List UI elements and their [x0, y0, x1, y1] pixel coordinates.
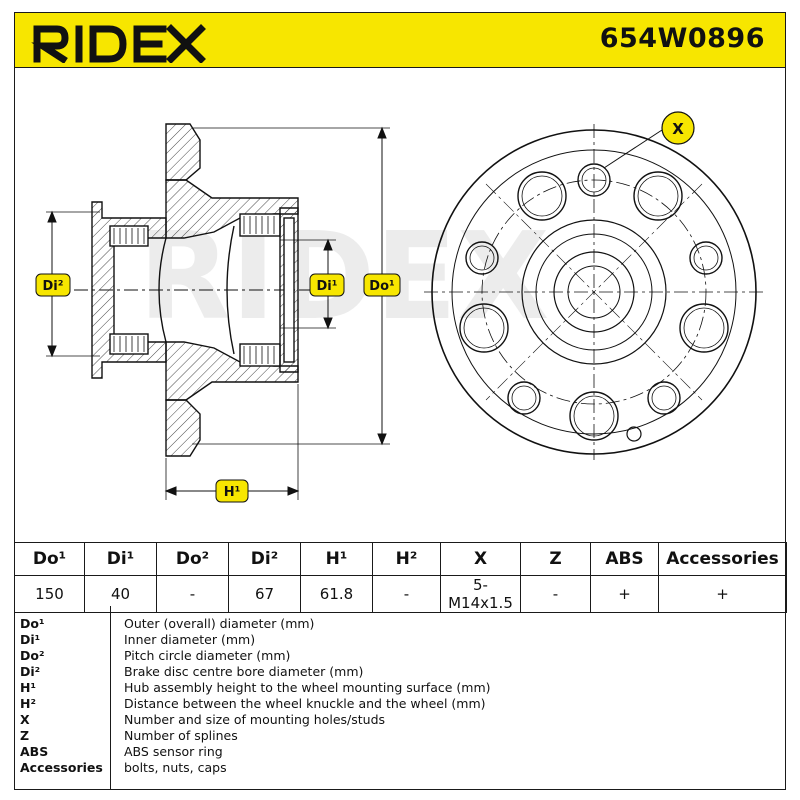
svg-text:X: X: [672, 120, 684, 138]
spec-header-cell: ABS: [590, 542, 659, 576]
label-di2: Di²: [35, 273, 71, 297]
label-h1: H¹: [215, 479, 249, 503]
spec-header-cell: Di²: [228, 542, 301, 576]
spec-header-cell: H¹: [300, 542, 373, 576]
legend-divider: [110, 606, 111, 790]
spec-value-cell: 61.8: [300, 575, 373, 613]
legend-desc: Inner diameter (mm): [124, 632, 256, 647]
spec-value-cell: 5-M14x1.5: [440, 575, 521, 613]
spec-table: Do¹ Di¹ Do² Di² H¹ H² X Z ABS Accessorie…: [14, 542, 787, 613]
dimension-lines-side: [46, 126, 390, 500]
legend-code: Di¹: [20, 632, 41, 647]
legend-item: H² Distance between the wheel knuckle an…: [14, 696, 786, 712]
legend-desc: Brake disc centre bore diameter (mm): [124, 664, 364, 679]
legend-item: Accessories bolts, nuts, caps: [14, 760, 786, 776]
svg-text:Di¹: Di¹: [317, 279, 338, 294]
legend-item: Di² Brake disc centre bore diameter (mm): [14, 664, 786, 680]
spec-header-cell: Di¹: [84, 542, 157, 576]
legend-code: H²: [20, 696, 36, 711]
legend-code: ABS: [20, 744, 49, 759]
legend-code: X: [20, 712, 30, 727]
legend-item: Do² Pitch circle diameter (mm): [14, 648, 786, 664]
legend-code: Accessories: [20, 760, 103, 775]
header-bar: 654W0896: [14, 12, 786, 68]
spec-header-cell: X: [440, 542, 521, 576]
hub-technical-drawing: RIDEX: [35, 111, 764, 503]
legend-item: Di¹ Inner diameter (mm): [14, 632, 786, 648]
spec-value-cell: 40: [84, 575, 157, 613]
legend-code: H¹: [20, 680, 36, 695]
legend-item: H¹ Hub assembly height to the wheel moun…: [14, 680, 786, 696]
spec-header-cell: H²: [372, 542, 441, 576]
ridex-logo: [31, 24, 206, 63]
legend-desc: Outer (overall) diameter (mm): [124, 616, 315, 631]
legend-item: X Number and size of mounting holes/stud…: [14, 712, 786, 728]
svg-text:H¹: H¹: [224, 485, 241, 500]
spec-header-row: Do¹ Di¹ Do² Di² H¹ H² X Z ABS Accessorie…: [14, 542, 787, 576]
spec-header-cell: Do²: [156, 542, 229, 576]
legend-code: Di²: [20, 664, 41, 679]
legend-desc: Hub assembly height to the wheel mountin…: [124, 680, 491, 695]
hub-front-view: [424, 124, 764, 460]
spec-value-cell: +: [590, 575, 659, 613]
legend-item: Do¹ Outer (overall) diameter (mm): [14, 616, 786, 632]
spec-value-cell: -: [520, 575, 591, 613]
spec-value-cell: 67: [228, 575, 301, 613]
legend: Do¹ Outer (overall) diameter (mm) Di¹ In…: [14, 606, 786, 790]
spec-value-cell: 150: [14, 575, 85, 613]
legend-desc: Pitch circle diameter (mm): [124, 648, 291, 663]
hub-cross-section: [74, 123, 314, 457]
legend-desc: ABS sensor ring: [124, 744, 223, 759]
spec-value-cell: -: [156, 575, 229, 613]
legend-item: ABS ABS sensor ring: [14, 744, 786, 760]
spec-header-cell: Z: [520, 542, 591, 576]
legend-desc: Number of splines: [124, 728, 238, 743]
spec-value-row: 150 40 - 67 61.8 - 5-M14x1.5 - + +: [14, 575, 787, 613]
spec-header-cell: Do¹: [14, 542, 85, 576]
spec-value-cell: -: [372, 575, 441, 613]
legend-code: Z: [20, 728, 30, 743]
spec-value-cell: +: [658, 575, 787, 613]
legend-desc: bolts, nuts, caps: [124, 760, 227, 775]
legend-code: Do¹: [20, 616, 45, 631]
svg-text:Di²: Di²: [43, 279, 64, 294]
label-do1: Do¹: [363, 273, 401, 297]
label-di1: Di¹: [309, 273, 345, 297]
legend-item: Z Number of splines: [14, 728, 786, 744]
label-x: X: [661, 111, 695, 145]
svg-text:Do¹: Do¹: [369, 279, 394, 294]
legend-desc: Number and size of mounting holes/studs: [124, 712, 386, 727]
legend-desc: Distance between the wheel knuckle and t…: [124, 696, 486, 711]
spec-header-cell: Accessories: [658, 542, 787, 576]
legend-code: Do²: [20, 648, 45, 663]
part-number: 654W0896: [599, 23, 765, 54]
